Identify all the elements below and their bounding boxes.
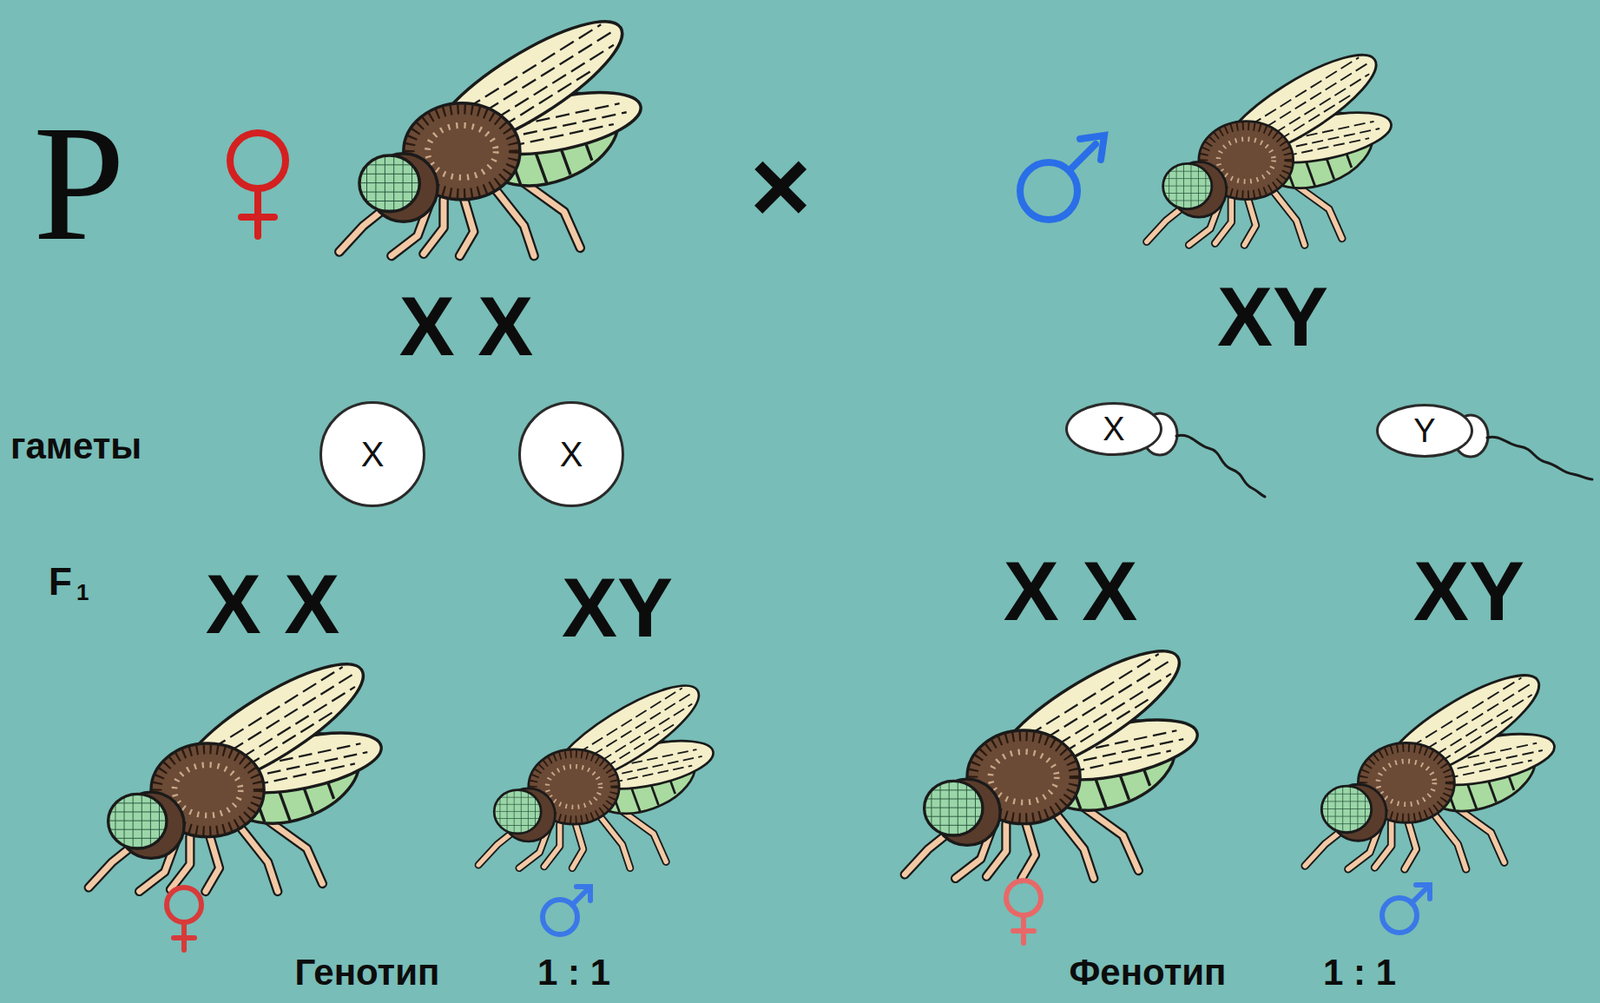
- female-fly: [904, 630, 1203, 878]
- male-fly: [478, 669, 718, 869]
- female-symbol: [230, 132, 286, 237]
- male-symbol: [1382, 884, 1430, 933]
- genotype-label: XY: [1413, 549, 1525, 633]
- female-symbol: [1006, 880, 1041, 943]
- gamete-chromosome: Y: [1413, 414, 1436, 448]
- ratio-caption: Генотип: [295, 954, 441, 991]
- genotype-label: X X: [1003, 549, 1139, 633]
- generation-label: F: [48, 562, 73, 601]
- generation-label: P: [32, 100, 126, 266]
- genotype-label: XY: [561, 566, 673, 650]
- row-label: гаметы: [10, 427, 142, 465]
- genotype-label: X X: [399, 284, 534, 369]
- genotype-label: XY: [1217, 275, 1329, 359]
- gamete-chromosome: X: [1102, 412, 1125, 446]
- egg-gamete: X: [518, 401, 625, 507]
- female-fly: [339, 0, 646, 256]
- gamete-chromosome: X: [559, 436, 584, 472]
- ratio-caption: Фенотип: [1069, 954, 1227, 991]
- ratio-value: 1 : 1: [537, 954, 611, 991]
- sperm-gamete: Y: [1376, 403, 1474, 458]
- gamete-chromosome: X: [361, 436, 385, 472]
- generation-subscript: 1: [76, 580, 89, 604]
- sperm-gamete: X: [1065, 401, 1163, 456]
- genotype-label: X X: [205, 562, 341, 646]
- ratio-value: 1 : 1: [1323, 954, 1396, 991]
- female-symbol: [166, 887, 202, 950]
- male-fly: [1304, 657, 1559, 869]
- male-fly: [1146, 38, 1396, 246]
- egg-gamete: X: [319, 401, 426, 507]
- female-fly: [88, 643, 387, 891]
- male-symbol: [542, 886, 591, 935]
- cross-sign: ×: [750, 133, 811, 238]
- male-symbol: [1020, 135, 1105, 220]
